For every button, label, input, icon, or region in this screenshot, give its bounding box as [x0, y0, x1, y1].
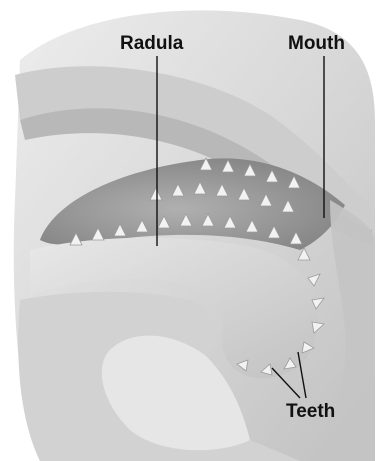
teeth-label: Teeth: [286, 402, 335, 421]
radula-label: Radula: [120, 34, 183, 53]
mouth-label: Mouth: [288, 34, 345, 53]
